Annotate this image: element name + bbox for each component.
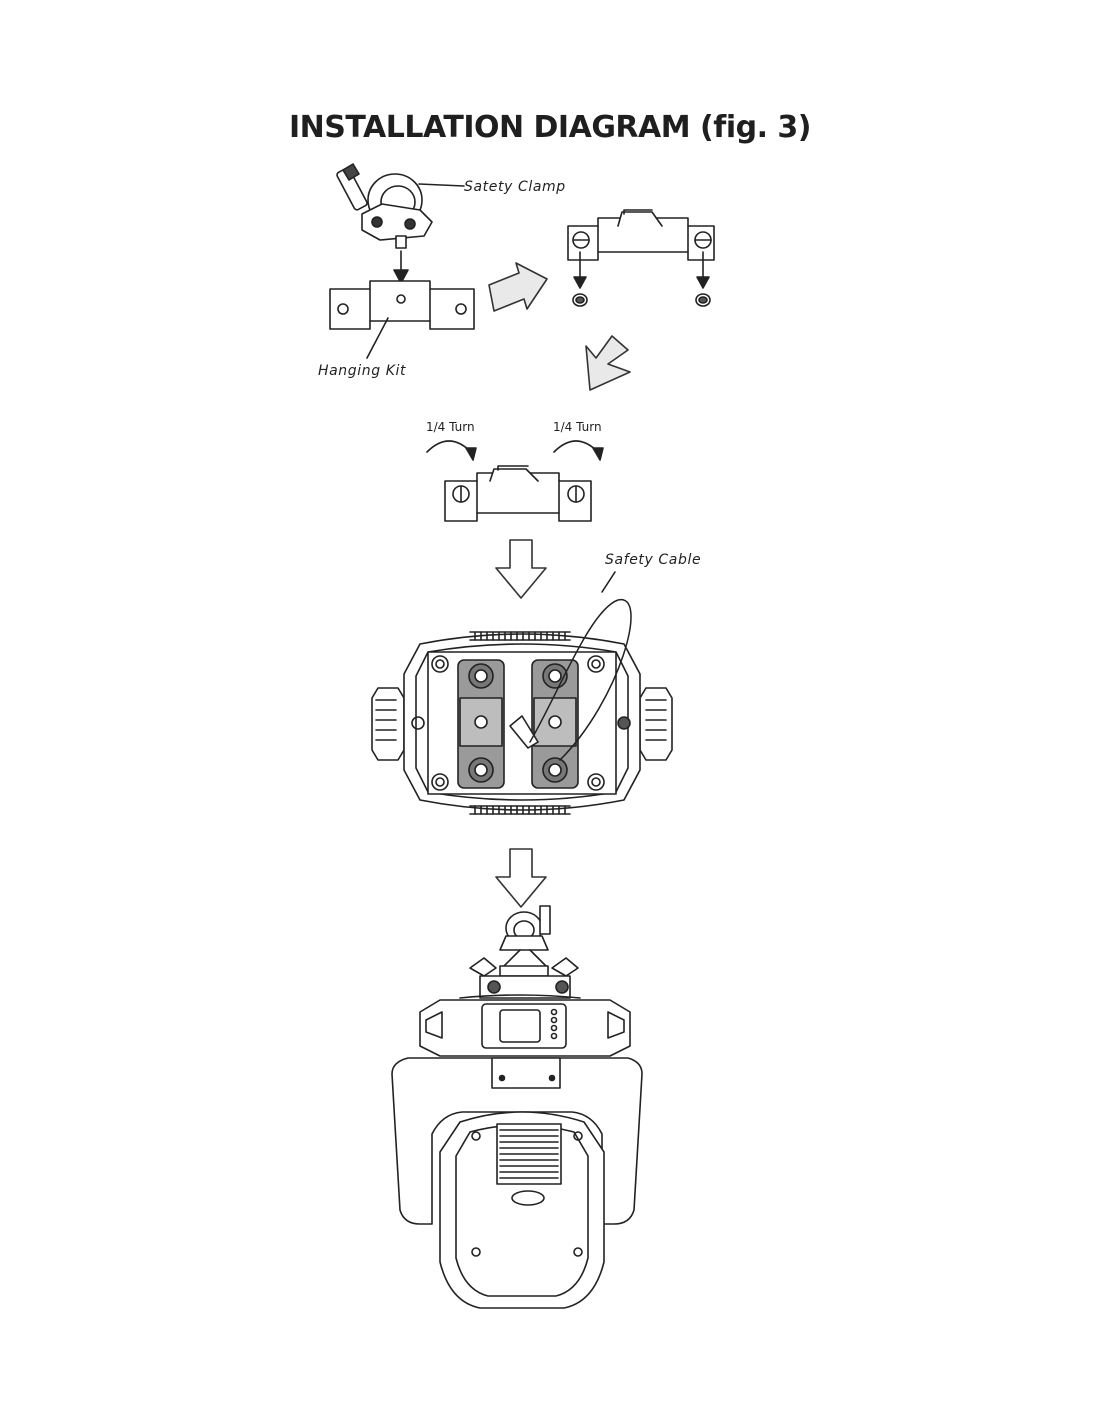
- bolt-arrow-right-head: [696, 276, 710, 289]
- quarter-turn-fasteners: [572, 293, 711, 307]
- mounted-fixture-drawing: [391, 905, 643, 1309]
- turn-left-arrow: [426, 440, 472, 453]
- turn-left-arrow-head: [465, 447, 477, 461]
- safety-cable-leader: [601, 571, 616, 593]
- arrow-down-outline-1: [495, 539, 547, 599]
- down-arrow-1-head: [393, 269, 409, 284]
- hanging-kit-leader: [366, 317, 389, 359]
- hanging-kit-label: Hanging Kit: [318, 363, 406, 379]
- turn-right-arrow-head: [592, 447, 604, 461]
- hanging-kit-drawing: [329, 280, 475, 330]
- bolt-arrow-left-head: [573, 276, 587, 289]
- turn-left-label: 1/4 Turn: [426, 420, 475, 434]
- turn-right-arrow: [553, 440, 599, 453]
- arrow-down-outline-2: [495, 848, 547, 908]
- safety-cable: [529, 599, 632, 761]
- turned-kit-drawing: [444, 465, 592, 522]
- diagram-title: INSTALLATION DIAGRAM (fig. 3): [289, 110, 812, 145]
- arrow-right-grey: [488, 262, 548, 312]
- arrow-down-left-grey: [585, 335, 631, 391]
- assembled-kit-drawing: [567, 209, 715, 261]
- fixture-base-bottom-view: [371, 631, 673, 815]
- turn-right-label: 1/4 Turn: [553, 420, 602, 434]
- safety-cable-label: Safety Cable: [605, 552, 701, 568]
- safety-clamp-leader: [418, 183, 465, 187]
- safety-clamp-drawing: [336, 163, 433, 249]
- safety-clamp-label: Satety Clamp: [464, 179, 566, 195]
